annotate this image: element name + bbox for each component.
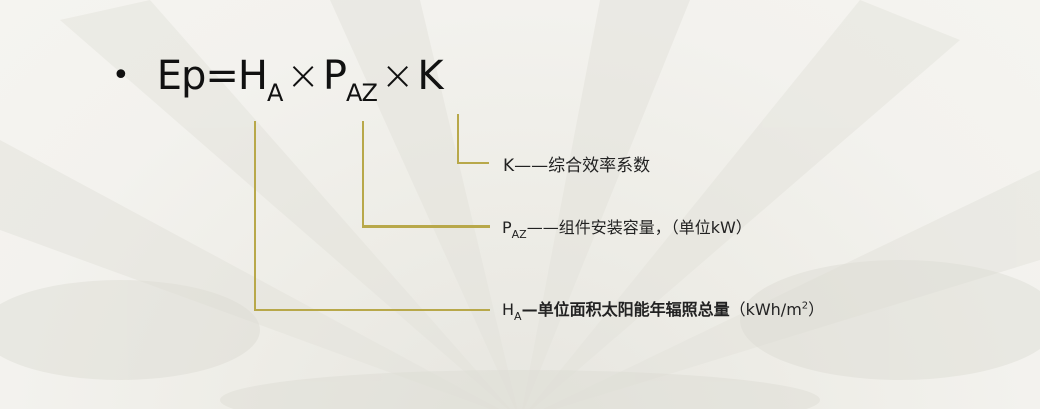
formula: • Ep=H A × P AZ × K [112, 53, 444, 116]
paz-connector-vertical [362, 121, 364, 227]
ha-symbol: H [502, 300, 515, 319]
formula-k: K [417, 53, 443, 99]
formula-p: P [322, 53, 347, 99]
k-connector-vertical [457, 114, 459, 164]
ha-unit-close: ） [808, 300, 825, 319]
k-symbol: K [503, 156, 515, 176]
paz-subscript: AZ [511, 228, 527, 241]
ha-description: 单位面积太阳能年辐照总量 [537, 300, 730, 319]
k-dash: —— [514, 156, 549, 176]
k-description: 综合效率系数 [548, 156, 651, 176]
k-connector-horizontal [457, 162, 489, 164]
paz-connector-horizontal [362, 225, 490, 228]
ha-subscript: A [514, 310, 522, 323]
ha-connector-horizontal [254, 309, 490, 311]
formula-ha-subscript: A [266, 79, 283, 107]
paz-dash: —— [526, 218, 559, 237]
multiply-sign: × [286, 53, 320, 99]
paz-description: 组件安装容量，（单位kW） [558, 218, 752, 237]
ha-unit-superscript: 2 [801, 300, 809, 312]
formula-lhs: Ep=H [156, 53, 268, 99]
paz-symbol: P [502, 218, 512, 237]
bullet: • [112, 58, 130, 93]
ha-connector-vertical [254, 121, 256, 311]
formula-paz-subscript: AZ [346, 79, 378, 107]
paz-annotation: PAZ——组件安装容量，（单位kW） [502, 214, 752, 241]
ha-annotation: HA—单位面积太阳能年辐照总量（kWh/m2） [502, 296, 825, 323]
ha-unit: （kWh/m [729, 300, 802, 319]
k-annotation: K——综合效率系数 [503, 151, 650, 176]
multiply-sign: × [380, 53, 415, 99]
ha-dash: — [521, 300, 538, 319]
